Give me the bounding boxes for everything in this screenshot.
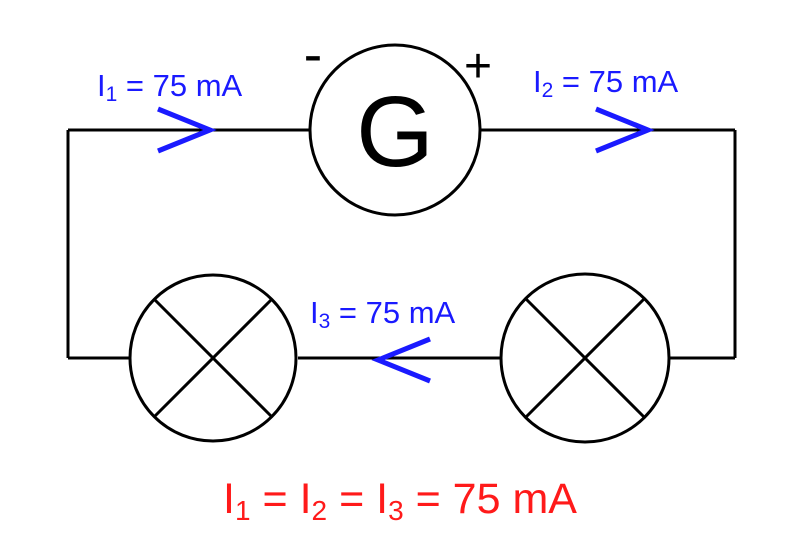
current-label-i2-value: = 75 mA	[553, 64, 678, 99]
generator-circle	[308, 43, 482, 217]
current-label-i2: I2 = 75 mA	[533, 64, 679, 102]
equation-value: = 75 mA	[404, 475, 578, 523]
equation-i1-var: I	[223, 475, 235, 523]
equation-sep-1: =	[251, 475, 300, 523]
current-label-i2-sub: 2	[542, 79, 554, 102]
generator: G - +	[304, 22, 492, 217]
current-label-i1-sub: 1	[106, 83, 118, 106]
equation-i2-var: I	[300, 475, 312, 523]
current-label-i1: I1 = 75 mA	[97, 68, 243, 106]
equation-sep-2: =	[327, 475, 376, 523]
current-label-i3: I3 = 75 mA	[310, 295, 456, 333]
lamp-icon	[152, 297, 274, 419]
lamp-left	[128, 273, 298, 443]
equation-i3-sub: 3	[388, 495, 404, 526]
current-equation: I1 = I2 = I3 = 75 mA	[223, 475, 577, 526]
current-label-i3-var: I	[310, 295, 319, 330]
current-label-i3-sub: 3	[319, 310, 331, 333]
current-arrow-i3	[371, 336, 431, 384]
current-arrow-i2	[595, 106, 655, 154]
current-label-i2-var: I	[533, 64, 542, 99]
circuit-wires	[66, 128, 737, 360]
current-label-i1-var: I	[97, 68, 106, 103]
generator-symbol: G	[356, 76, 434, 188]
current-label-i1-value: = 75 mA	[117, 68, 242, 103]
current-arrow-i1	[157, 106, 217, 154]
lamp-right	[499, 272, 671, 444]
positive-terminal-label: +	[464, 40, 492, 93]
equation-i3-var: I	[376, 475, 388, 523]
negative-terminal-label: -	[304, 22, 323, 85]
equation-i1-sub: 1	[235, 495, 251, 526]
lamp-icon	[524, 297, 646, 419]
current-label-i3-value: = 75 mA	[330, 295, 455, 330]
equation-i2-sub: 2	[312, 495, 328, 526]
